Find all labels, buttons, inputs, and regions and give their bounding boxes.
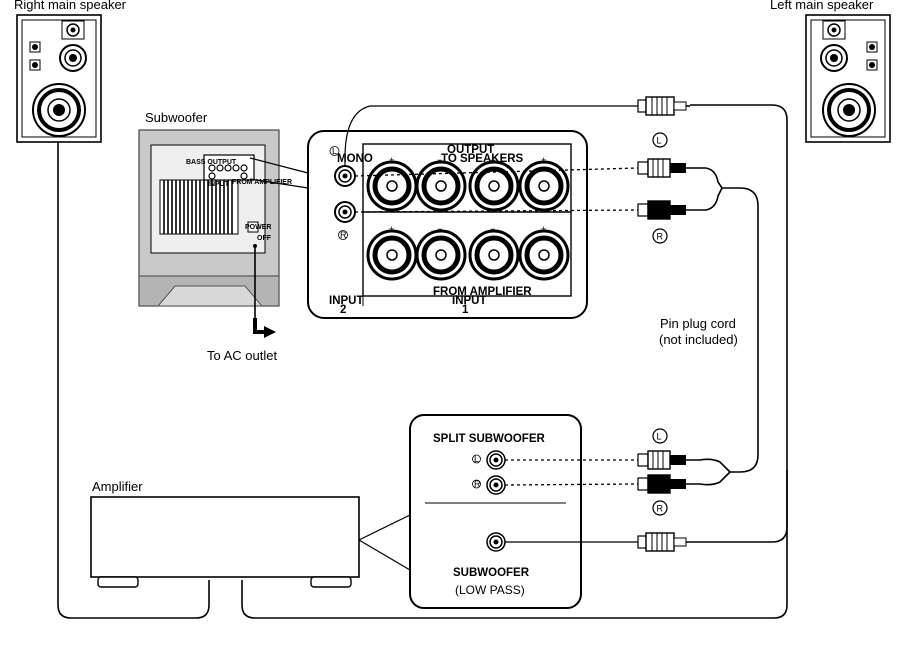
panel-l-symbol: L: [332, 146, 337, 156]
subwoofer-from-amp-text: FROM AMPLIFIER: [232, 179, 292, 186]
right-main-speaker: Right main speaker: [14, 0, 127, 143]
pin-plug-cord-note: (not included): [659, 332, 738, 347]
polarity-plus-4: +: [541, 224, 546, 234]
output-label-line2: TO SPEAKERS: [441, 153, 524, 165]
lower-r-marker: R: [657, 504, 664, 514]
speaker-wires: [57, 104, 788, 619]
input2-label-line2: 2: [340, 304, 346, 316]
input-terminal-3[interactable]: [470, 231, 518, 279]
pin-plug-cord-lower: L R: [504, 428, 687, 552]
left-main-speaker: Left main speaker: [770, 0, 891, 143]
pin-plug-cord-label: Pin plug cord: [660, 316, 736, 331]
subwoofer: Subwoofer BASS OUTPUT INPUT: [138, 110, 309, 363]
mono-label: MONO: [337, 153, 373, 165]
output-terminal-3[interactable]: [470, 162, 518, 210]
amp-r-symbol: R: [474, 479, 481, 489]
output-terminal-1[interactable]: [368, 162, 416, 210]
polarity-minus-1: −: [437, 155, 442, 165]
subwoofer-label: Subwoofer: [145, 110, 208, 125]
subwoofer-output-label: SUBWOOFER: [453, 567, 530, 579]
upper-l-plug: [637, 158, 687, 178]
upper-r-marker: R: [657, 232, 664, 242]
subwoofer-terminal-panel: L MONO R OUTPUT TO SPEAKERS FROM AMPLIFI…: [307, 130, 588, 319]
polarity-minus-2: −: [490, 155, 495, 165]
polarity-minus-4: −: [490, 224, 495, 234]
amplifier-label: Amplifier: [92, 479, 143, 494]
r-jack[interactable]: [334, 201, 356, 223]
low-pass-label: (LOW PASS): [455, 583, 525, 597]
split-subwoofer-label: SPLIT SUBWOOFER: [433, 433, 546, 445]
ac-outlet-label: To AC outlet: [207, 348, 277, 363]
input-terminal-2[interactable]: [417, 231, 465, 279]
polarity-plus-3: +: [389, 224, 394, 234]
power-off-text: OFF: [257, 235, 272, 242]
input1-label-line2: 1: [462, 304, 469, 316]
polarity-minus-3: −: [437, 224, 442, 234]
input1-label-line1: INPUT: [452, 295, 487, 307]
left-speaker-label: Left main speaker: [770, 0, 874, 12]
subwoofer-cable-plug: [637, 532, 687, 552]
lower-l-marker: L: [657, 432, 662, 442]
lower-l-plug: [637, 450, 687, 470]
split-subwoofer-l-jack[interactable]: [486, 450, 506, 470]
subwoofer-panel-text: BASS OUTPUT: [186, 159, 237, 166]
subwoofer-jack[interactable]: [486, 532, 506, 552]
input-terminal-1[interactable]: [368, 231, 416, 279]
power-text: POWER: [245, 224, 271, 231]
input-terminal-4[interactable]: [520, 231, 568, 279]
amplifier: Amplifier: [90, 479, 411, 588]
amp-l-symbol: L: [474, 454, 479, 464]
from-amplifier-label: FROM AMPLIFIER: [433, 286, 532, 298]
cord-cables: [686, 105, 788, 543]
right-speaker-label: Right main speaker: [14, 0, 127, 12]
power-switch[interactable]: [247, 221, 259, 233]
subwoofer-heatsink: [159, 179, 239, 235]
input2-label-line1: INPUT: [329, 295, 364, 307]
amplifier-output-panel: SPLIT SUBWOOFER L R SUBWOOFER (LOW PASS): [409, 414, 582, 609]
upper-l-marker: L: [657, 136, 662, 146]
lower-r-plug: [637, 474, 687, 494]
polarity-plus-2: +: [541, 155, 546, 165]
polarity-plus-1: +: [389, 155, 394, 165]
split-subwoofer-r-jack[interactable]: [486, 475, 506, 495]
panel-r-symbol: R: [340, 230, 347, 240]
output-label-line1: OUTPUT: [447, 144, 494, 156]
mono-cable-plug: [637, 96, 687, 116]
mono-l-jack[interactable]: [334, 165, 356, 187]
pin-plug-cord-upper: L R: [344, 96, 687, 244]
ac-arrow-icon: [253, 318, 266, 334]
subwoofer-input-text: INPUT: [208, 181, 230, 188]
output-terminal-2[interactable]: [417, 162, 465, 210]
output-terminal-4[interactable]: [520, 162, 568, 210]
upper-r-plug: [637, 200, 687, 220]
